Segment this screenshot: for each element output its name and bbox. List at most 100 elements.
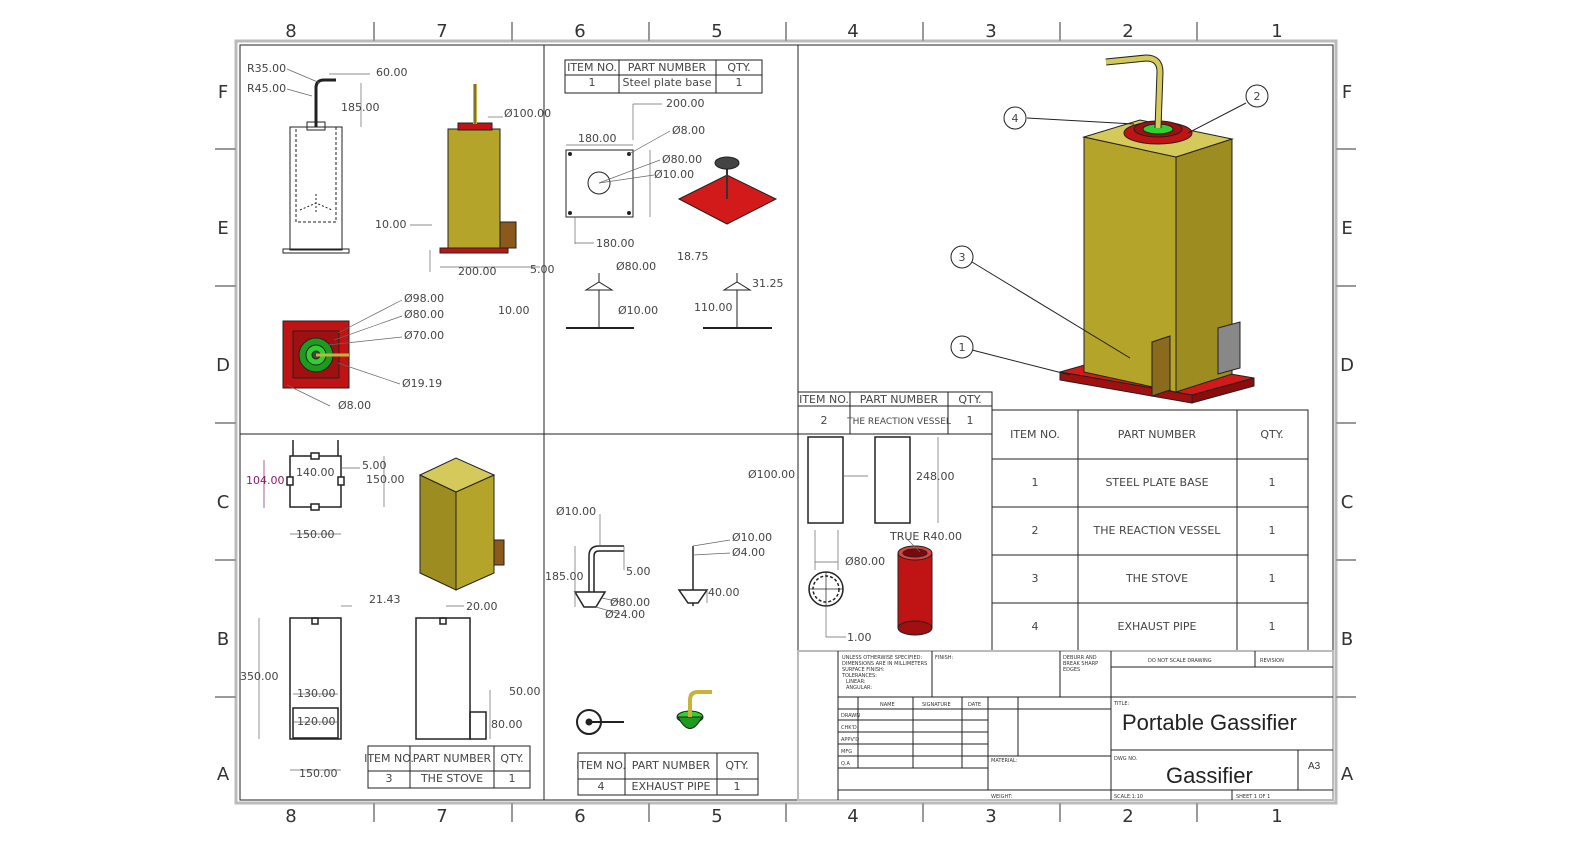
bom-header: ITEM NO. <box>1010 428 1060 441</box>
plate-table-text: ITEM NO. PART NUMBER QTY. 1 Steel plate … <box>567 61 751 89</box>
table-cell: 1 <box>734 780 741 793</box>
dim-label: Ø10.00 <box>556 505 596 518</box>
dim-label: 200.00 <box>458 265 497 278</box>
dim-label: Ø80.00 <box>616 260 656 273</box>
dim-label: 80.00 <box>491 718 523 731</box>
dim-label: 200.00 <box>666 97 705 110</box>
zone-ticks <box>215 22 1356 822</box>
dim-label: 10.00 <box>375 218 407 231</box>
pipe-table-text: ITEM NO. PART NUMBER QTY. 4 EXHAUST PIPE… <box>576 759 749 793</box>
tb-material: MATERIAL: <box>991 758 1018 764</box>
bom-table: ITEM NO. PART NUMBER QTY. 1 STEEL PLATE … <box>991 409 1309 652</box>
tb-deburr: DEBURR AND <box>1063 655 1097 661</box>
view-reaction-vessel: ITEM NO. PART NUMBER QTY. 2 THE REACTION… <box>748 391 993 644</box>
bom-cell: 2 <box>1032 524 1039 537</box>
tb-deburr: BREAK SHARP <box>1063 661 1098 667</box>
zone-row-right: D <box>1340 355 1354 376</box>
tb-weight: WEIGHT: <box>991 794 1013 800</box>
table-cell: THE REACTION VESSEL <box>846 417 951 427</box>
dim-label: 110.00 <box>694 301 733 314</box>
dim-label: 60.00 <box>376 66 408 79</box>
title-block-small-text: UNLESS OTHERWISE SPECIFIED: DIMENSIONS A… <box>841 655 1284 800</box>
dim-label: 10.00 <box>498 304 530 317</box>
tb-dwg-label: DWG NO. <box>1114 756 1138 762</box>
dim-label: 18.75 <box>677 250 709 263</box>
dim-label: Ø100.00 <box>504 107 551 120</box>
stove-top-view <box>286 440 345 511</box>
table-cell: 1 <box>589 76 596 89</box>
table-cell: Steel plate base <box>623 76 712 89</box>
iso-exhaust-pipe <box>1105 54 1164 129</box>
sheet-size: A3 <box>1308 761 1321 772</box>
plate-side-views <box>566 273 772 329</box>
dim-label: Ø80.00 <box>845 555 885 568</box>
dim-label: 21.43 <box>369 593 401 606</box>
stove-dimensions: 104.00 140.00 5.00 150.00 150.00 21.43 2… <box>240 459 541 780</box>
zone-col-bottom: 4 <box>847 806 858 827</box>
vessel-iso <box>897 545 933 636</box>
zone-col-bottom: 6 <box>574 806 585 827</box>
dim-label: 1.00 <box>847 631 872 644</box>
zone-col-bottom: 8 <box>285 806 296 827</box>
zone-row-right: F <box>1342 82 1352 103</box>
zone-col-top: 7 <box>436 21 447 42</box>
pipe-small-views <box>576 690 712 735</box>
zone-col-top: 8 <box>285 21 296 42</box>
stove-dimension-lines <box>258 456 491 771</box>
dim-label: Ø80.00 <box>610 596 650 609</box>
view-stove: 104.00 140.00 5.00 150.00 150.00 21.43 2… <box>240 440 541 789</box>
tb-role: DRAWN <box>841 713 860 719</box>
dim-label: Ø70.00 <box>404 329 444 342</box>
zone-row-left: B <box>217 629 229 650</box>
tb-note: SURFACE FINISH: <box>842 667 885 673</box>
table-cell: 1 <box>736 76 743 89</box>
bom-text: ITEM NO. PART NUMBER QTY. 1 STEEL PLATE … <box>1010 428 1284 633</box>
view1-dimension-lines <box>286 68 540 407</box>
bom-cell: 4 <box>1032 620 1039 633</box>
zone-col-top: 2 <box>1122 21 1133 42</box>
tb-note: ANGULAR: <box>846 685 872 691</box>
zone-row-right: B <box>1341 629 1353 650</box>
view-steel-plate: ITEM NO. PART NUMBER QTY. 1 Steel plate … <box>498 59 784 329</box>
view-exhaust-pipe: Ø10.00 Ø10.00 Ø4.00 185.00 5.00 Ø80.00 Ø… <box>545 505 772 796</box>
table-header: QTY. <box>727 61 750 74</box>
view-iso-assembly: 4 2 3 1 <box>950 54 1269 404</box>
dim-label: 185.00 <box>545 570 584 583</box>
table-header: QTY. <box>500 752 523 765</box>
tb-title-label: TITLE: <box>1113 701 1130 707</box>
dim-label: 248.00 <box>916 470 955 483</box>
zone-col-bottom: 5 <box>711 806 722 827</box>
zone-row-left: C <box>217 492 230 513</box>
bom-cell: 1 <box>1269 620 1276 633</box>
table-cell: THE STOVE <box>420 772 483 785</box>
tb-role: CHK'D <box>841 725 857 731</box>
dim-label: 150.00 <box>299 767 338 780</box>
title-block: UNLESS OTHERWISE SPECIFIED: DIMENSIONS A… <box>797 650 1334 801</box>
zone-col-bottom: 2 <box>1122 806 1133 827</box>
bom-header: QTY. <box>1260 428 1283 441</box>
table-cell: 3 <box>386 772 393 785</box>
table-cell: 4 <box>598 780 605 793</box>
bom-header: PART NUMBER <box>1118 428 1197 441</box>
dim-label: 5.00 <box>362 459 387 472</box>
bom-cell: EXHAUST PIPE <box>1118 620 1197 633</box>
bom-cell: 3 <box>1032 572 1039 585</box>
table-cell: 1 <box>509 772 516 785</box>
zone-row-left: A <box>217 764 230 785</box>
zone-col-top: 5 <box>711 21 722 42</box>
dim-label: Ø10.00 <box>654 168 694 181</box>
iso-stove-body <box>1082 119 1241 397</box>
dim-label: Ø19.19 <box>402 377 442 390</box>
vessel-table-text: ITEM NO. PART NUMBER QTY. 2 THE REACTION… <box>799 393 982 427</box>
dim-label: 120.00 <box>297 715 336 728</box>
table-header: ITEM NO. <box>567 61 617 74</box>
dim-label: 180.00 <box>578 132 617 145</box>
dim-label: Ø8.00 <box>672 124 705 137</box>
balloon-label: 4 <box>1012 112 1019 125</box>
table-header: ITEM NO. <box>576 759 626 772</box>
bom-cell: 1 <box>1269 572 1276 585</box>
bom-cell: THE STOVE <box>1125 572 1188 585</box>
tb-note: TOLERANCES: <box>841 673 877 679</box>
table-cell: EXHAUST PIPE <box>632 780 711 793</box>
